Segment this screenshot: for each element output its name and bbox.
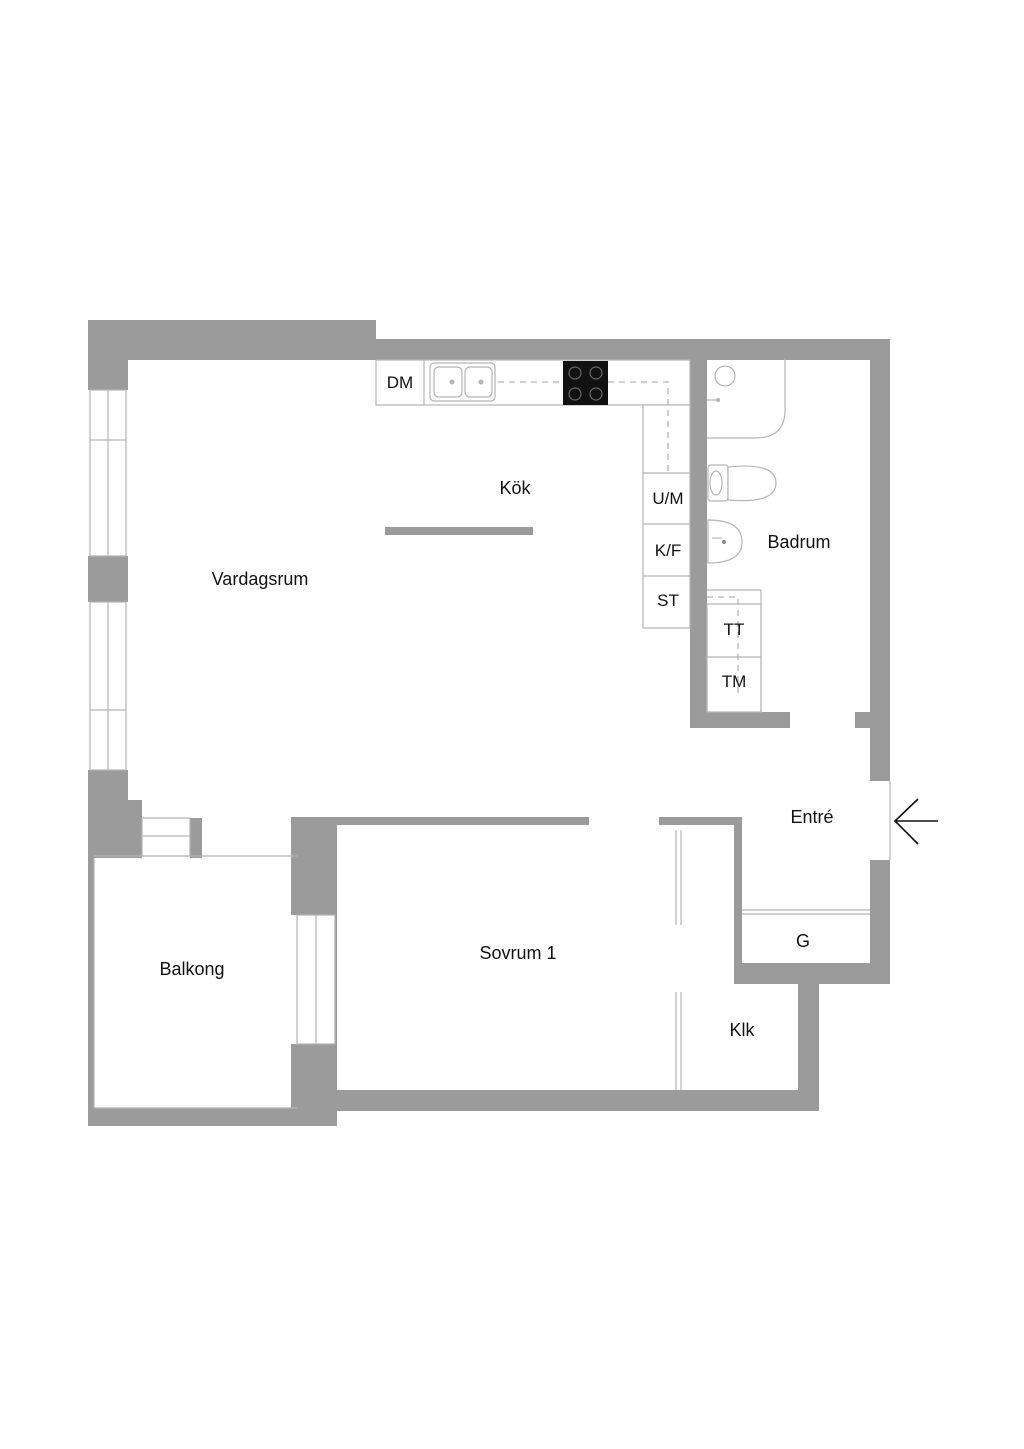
arrow-left-icon <box>893 798 938 845</box>
oven-microwave-label: U/M <box>652 489 683 508</box>
room-labels: Kök Vardagsrum Badrum Entré Sovrum 1 Bal… <box>159 478 833 1040</box>
storage-label: ST <box>657 591 679 610</box>
windows <box>89 389 336 1109</box>
washer-label: TM <box>722 672 747 691</box>
balcony-label: Balkong <box>159 959 224 979</box>
bathroom-label: Badrum <box>767 532 830 552</box>
dryer-label: TT <box>724 620 745 639</box>
kitchen-label: Kök <box>499 478 531 498</box>
entrance-label: Entré <box>790 807 833 827</box>
closet-label: Klk <box>729 1020 755 1040</box>
double-sink-icon <box>429 362 496 402</box>
walls <box>88 320 890 1126</box>
laundry-machines <box>706 589 762 713</box>
living-room-label: Vardagsrum <box>212 569 309 589</box>
shower-icon <box>707 358 786 439</box>
bedroom-label: Sovrum 1 <box>479 943 556 963</box>
fridge-freezer-label: K/F <box>655 541 681 560</box>
washbasin-icon <box>707 519 743 564</box>
wardrobe-label: G <box>796 931 810 951</box>
appliance-labels: DM U/M K/F ST TT TM <box>387 373 747 691</box>
cooktop-icon <box>563 361 608 405</box>
doors <box>675 781 891 1090</box>
toilet-icon <box>707 464 777 502</box>
kitchen-counter <box>375 359 691 629</box>
dishwasher-label: DM <box>387 373 413 392</box>
